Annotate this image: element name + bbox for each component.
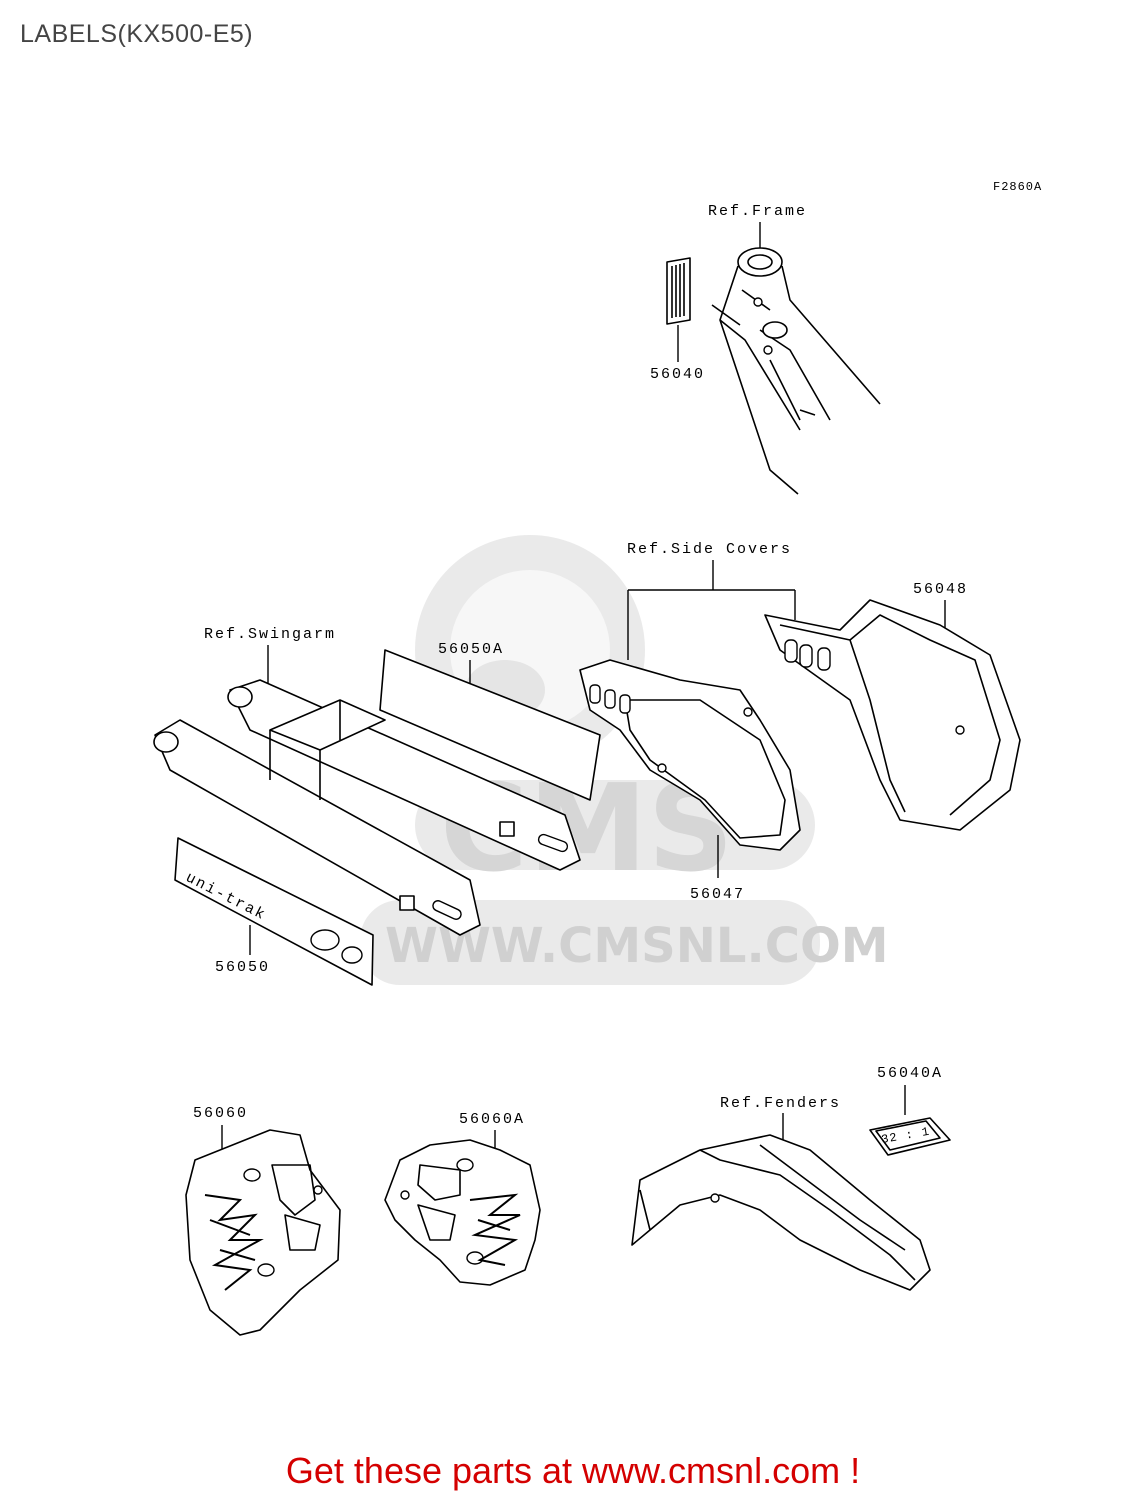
part-56060A-number-plate bbox=[384, 1139, 541, 1286]
part-number-56050: 56050 bbox=[215, 959, 270, 976]
ref-fenders-label: Ref.Fenders bbox=[720, 1095, 841, 1112]
part-56050A-decal bbox=[379, 649, 601, 801]
part-56040-decal bbox=[666, 257, 691, 325]
part-number-56040: 56040 bbox=[650, 366, 705, 383]
ref-side-covers-label: Ref.Side Covers bbox=[627, 541, 792, 558]
part-number-56050A: 56050A bbox=[438, 641, 504, 658]
part-number-56060: 56060 bbox=[193, 1105, 248, 1122]
part-number-56060A: 56060A bbox=[459, 1111, 525, 1128]
frame-illustration bbox=[711, 247, 881, 495]
swingarm-illustration bbox=[153, 679, 581, 936]
figure-code: F2860A bbox=[993, 180, 1042, 194]
part-56060-number-plate bbox=[185, 1129, 341, 1336]
part-56047-side-cover bbox=[579, 659, 801, 851]
part-number-56047: 56047 bbox=[690, 886, 745, 903]
page-title: LABELS(KX500-E5) bbox=[20, 20, 254, 48]
ref-frame-label: Ref.Frame bbox=[708, 203, 807, 220]
part-56040A-decal: 32 : 1 bbox=[869, 1117, 951, 1156]
footer-promo-text: Get these parts at www.cmsnl.com ! bbox=[285, 1450, 861, 1491]
part-number-56040A: 56040A bbox=[877, 1065, 943, 1082]
part-56048-side-cover bbox=[764, 599, 1021, 831]
ref-swingarm-label: Ref.Swingarm bbox=[204, 626, 336, 643]
fender-illustration bbox=[631, 1134, 931, 1291]
part-number-56048: 56048 bbox=[913, 581, 968, 598]
